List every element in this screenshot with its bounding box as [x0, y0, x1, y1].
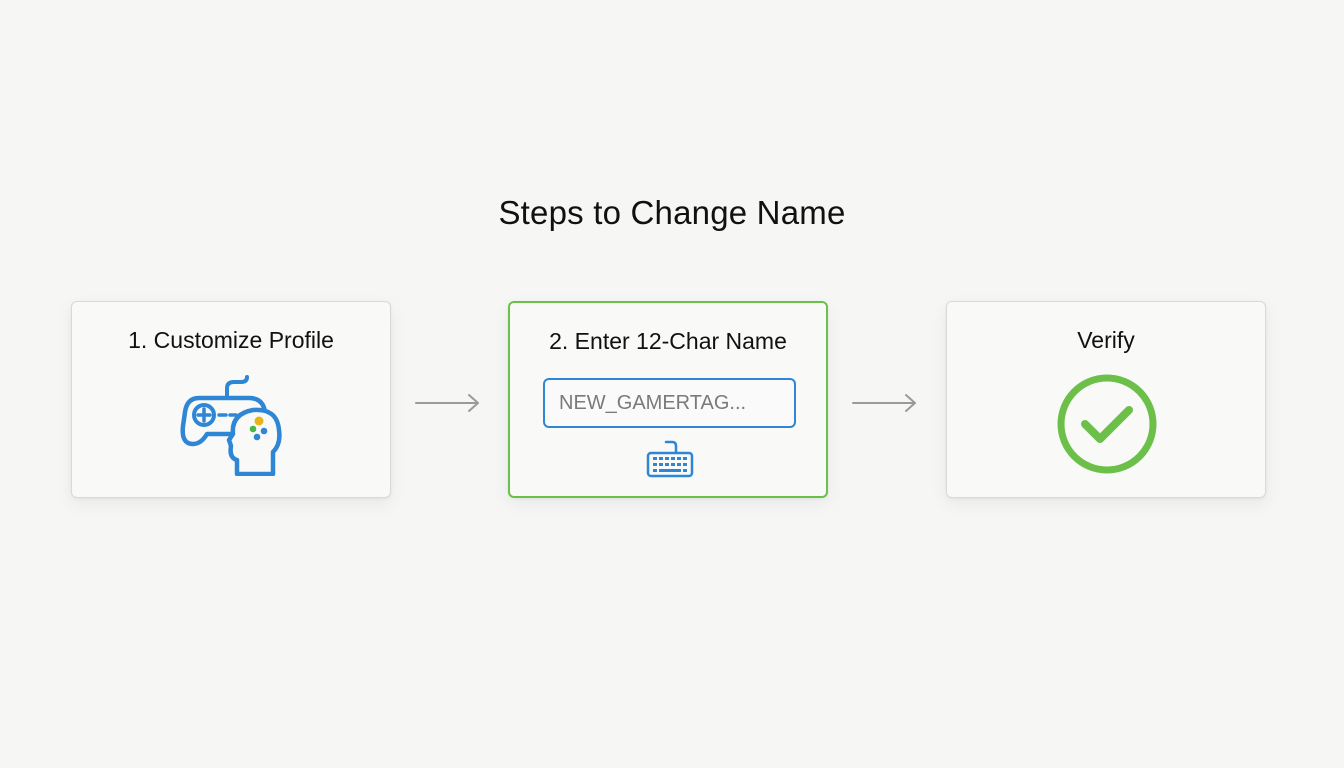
gamertag-input[interactable] — [543, 378, 796, 428]
keyboard-icon — [646, 440, 694, 478]
checkmark-circle-icon — [1057, 374, 1157, 474]
arrow-right-icon — [852, 394, 916, 412]
step-label: 1. Customize Profile — [128, 327, 334, 353]
gamepad-profile-icon — [180, 375, 282, 476]
step-card-enter-name[interactable]: 2. Enter 12-Char Name — [508, 301, 828, 498]
step-card-verify[interactable]: Verify — [946, 301, 1266, 498]
arrow-right-icon — [415, 394, 479, 412]
step-label: 2. Enter 12-Char Name — [549, 328, 787, 354]
step-card-customize-profile[interactable]: 1. Customize Profile — [71, 301, 391, 498]
page-title: Steps to Change Name — [498, 194, 846, 231]
step-label: Verify — [1077, 327, 1135, 353]
